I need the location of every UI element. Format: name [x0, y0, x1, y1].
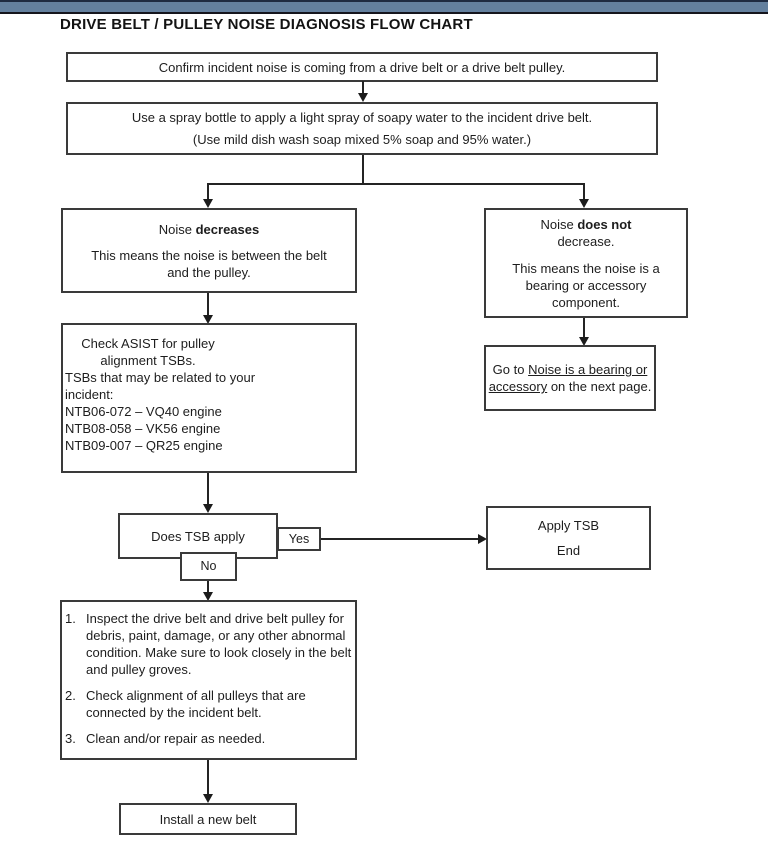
- node-install-new-belt: Install a new belt: [119, 803, 297, 835]
- apply-tsb-line2: End: [556, 543, 581, 559]
- node-check-asist: Check ASIST for pulley alignment TSBs. T…: [61, 323, 357, 473]
- list-item: 1. Inspect the drive belt and drive belt…: [62, 610, 355, 678]
- node-apply-tsb-end: Apply TSB End: [486, 506, 651, 570]
- goto-suffix: on the next page.: [547, 379, 652, 394]
- list-item-number: 1.: [65, 611, 76, 626]
- noise-not-title-line1: Noise does not: [540, 216, 631, 233]
- node-goto-next-page: Go to Noise is a bearing or accessory on…: [484, 345, 656, 411]
- list-item: 2. Check alignment of all pulleys that a…: [62, 687, 355, 721]
- asist-intro: TSBs that may be related to your inciden…: [65, 370, 256, 402]
- apply-tsb-line1: Apply TSB: [537, 517, 600, 533]
- install-text: Install a new belt: [159, 811, 257, 827]
- arrow-head-down-icon: [579, 337, 589, 346]
- asist-heading: Check ASIST for pulley alignment TSBs.: [81, 336, 215, 368]
- arrow-head-down-icon: [203, 592, 213, 601]
- list-item-number: 3.: [65, 731, 76, 746]
- branch-label-no: No: [180, 552, 237, 581]
- flow-connector: [207, 183, 209, 200]
- flow-connector: [362, 155, 364, 184]
- arrow-head-right-icon: [478, 534, 487, 544]
- arrow-head-down-icon: [203, 794, 213, 803]
- flow-connector: [583, 318, 585, 338]
- list-item-number: 2.: [65, 688, 76, 703]
- goto-crossreference-link[interactable]: Noise is a bearing or accessory: [488, 362, 648, 394]
- arrow-head-down-icon: [203, 504, 213, 513]
- asist-tsb-line: NTB08-058 – VK56 engine: [65, 421, 221, 436]
- spray-line1: Use a spray bottle to apply a light spra…: [131, 110, 593, 125]
- spray-line2: (Use mild dish wash soap mixed 5% soap a…: [192, 132, 532, 147]
- node-noise-decreases: Noise decreases This means the noise is …: [61, 208, 357, 293]
- flow-connector: [207, 473, 209, 505]
- node-confirm-noise: Confirm incident noise is coming from a …: [66, 52, 658, 82]
- flow-connector: [583, 183, 585, 200]
- noise-decreases-title-prefix: Noise: [158, 221, 196, 237]
- node-inspect-steps: 1. Inspect the drive belt and drive belt…: [60, 600, 357, 760]
- branch-label-yes: Yes: [277, 527, 321, 551]
- no-label: No: [200, 559, 217, 573]
- list-item-text: Check alignment of all pulleys that are …: [86, 688, 306, 720]
- asist-tsb-line: NTB09-007 – QR25 engine: [65, 438, 223, 453]
- noise-not-title-prefix: Noise: [540, 216, 578, 232]
- yes-label: Yes: [288, 531, 310, 546]
- noise-not-title-bold: does not: [577, 216, 632, 232]
- arrow-head-down-icon: [203, 199, 213, 208]
- arrow-head-down-icon: [579, 199, 589, 208]
- list-item-text: Clean and/or repair as needed.: [86, 731, 266, 746]
- node-spray-soapy-water: Use a spray bottle to apply a light spra…: [66, 102, 658, 155]
- arrow-head-down-icon: [203, 315, 213, 324]
- does-tsb-apply-text: Does TSB apply: [151, 528, 245, 544]
- node-does-tsb-apply: Does TSB apply: [118, 513, 278, 559]
- flow-connector: [207, 760, 209, 795]
- flow-connector: [207, 293, 209, 316]
- window-top-bar: [0, 0, 768, 14]
- goto-text: Go to Noise is a bearing or accessory on…: [486, 361, 654, 395]
- noise-decreases-title: Noise decreases: [159, 221, 259, 238]
- noise-decreases-body: This means the noise is between the belt…: [91, 247, 327, 280]
- flow-connector: [321, 538, 479, 540]
- flow-connector: [362, 81, 364, 94]
- list-item-text: Inspect the drive belt and drive belt pu…: [86, 611, 352, 677]
- goto-prefix: Go to: [492, 362, 529, 377]
- noise-decreases-title-bold: decreases: [195, 221, 260, 237]
- flow-connector: [207, 183, 584, 185]
- page-title: DRIVE BELT / PULLEY NOISE DIAGNOSIS FLOW…: [60, 16, 473, 33]
- confirm-text: Confirm incident noise is coming from a …: [158, 59, 566, 75]
- node-noise-does-not-decrease: Noise does not decrease. This means the …: [484, 208, 688, 318]
- asist-body: TSBs that may be related to your inciden…: [63, 369, 355, 454]
- arrow-head-down-icon: [358, 93, 368, 102]
- flow-connector: [207, 581, 209, 593]
- list-item: 3. Clean and/or repair as needed.: [62, 730, 355, 747]
- noise-not-body: This means the noise is a bearing or acc…: [512, 260, 660, 310]
- asist-tsb-line: NTB06-072 – VQ40 engine: [65, 404, 222, 419]
- noise-not-title-line2: decrease.: [557, 233, 615, 249]
